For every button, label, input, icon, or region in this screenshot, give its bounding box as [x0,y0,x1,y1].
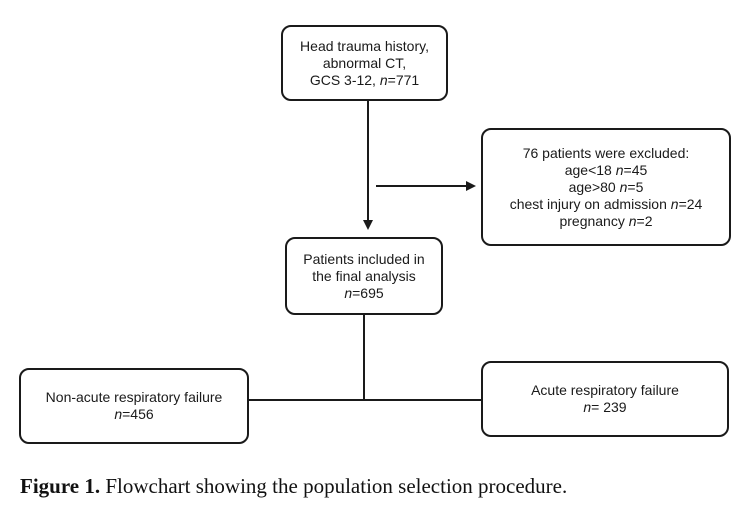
caption-text: Flowchart showing the population selecti… [100,474,568,498]
caption-label: Figure 1. [20,474,101,498]
arf-line2: n= 239 [583,399,627,415]
excluded-item-age-under-18: age<18 n=45 [564,161,648,178]
excluded-item-pregnancy: pregnancy n=2 [559,212,653,229]
start-line2: abnormal CT, [322,54,407,71]
included-line3: n=695 [344,284,384,301]
excluded-item-chest-injury: chest injury on admission n=24 [509,195,703,212]
excluded-box: 76 patients were excluded: age<18 n=45 a… [481,128,731,246]
excluded-title: 76 patients were excluded: [522,144,690,161]
arf-box: Acute respiratory failure n= 239 [481,361,729,437]
start-line1: Head trauma history, [300,37,429,54]
start-line3: GCS 3-12, n=771 [309,71,420,88]
figure-caption: Figure 1. Flowchart showing the populati… [20,474,567,499]
non-arf-line1: Non-acute respiratory failure [45,389,223,405]
included-box: Patients included in the final analysis … [285,237,443,315]
included-line1: Patients included in [303,250,425,267]
arf-line1: Acute respiratory failure [531,382,679,398]
excluded-item-age-over-80: age>80 n=5 [568,178,644,195]
non-arf-line2: n=456 [114,406,154,422]
non-arf-box: Non-acute respiratory failure n=456 [19,368,249,444]
included-line2: the final analysis [312,267,416,284]
start-box: Head trauma history, abnormal CT, GCS 3-… [281,25,448,101]
